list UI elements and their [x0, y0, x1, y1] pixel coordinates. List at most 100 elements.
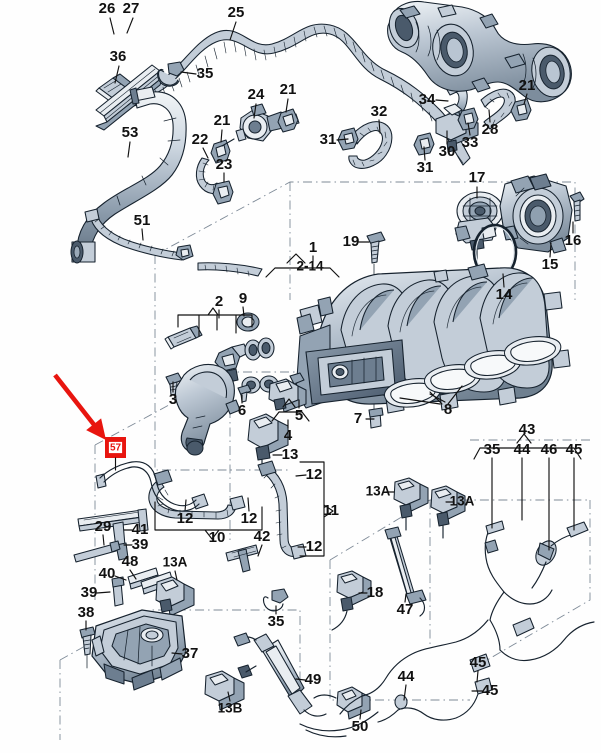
leader-12 [295, 474, 307, 477]
part-53-coolant-pipe [70, 86, 187, 264]
callout-label-7: 7 [354, 410, 362, 427]
part-unlabeled-hose-right [197, 262, 263, 277]
callout-label-26: 26 [99, 0, 116, 17]
bracket-8-gaskets [399, 385, 463, 405]
leader-28 [488, 109, 491, 123]
part-57-highlighted-hose-edge [103, 466, 200, 512]
part-47-support-rod [384, 526, 427, 617]
leader-34 [435, 99, 449, 102]
callout-label-31: 31 [320, 131, 337, 148]
leader-48 [129, 569, 137, 580]
callout-label-37: 37 [182, 645, 199, 662]
callout-label-38: 38 [78, 604, 95, 621]
part-17-vacuum-pump [454, 191, 504, 269]
callout-label-35: 35 [268, 613, 285, 630]
leader-53 [127, 141, 131, 158]
callout-label-9: 9 [239, 290, 247, 307]
part-51-vacuum-line [84, 208, 194, 261]
part-13B-connector [204, 664, 257, 711]
group-outline-right-mid [320, 339, 590, 441]
callout-label-44: 44 [398, 668, 415, 685]
part-23-clamp [212, 180, 234, 205]
callout-brackets [154, 253, 582, 557]
callout-label-42: 42 [254, 528, 271, 545]
part-2-intake-flap-actuator [174, 363, 241, 456]
callout-label-4: 4 [284, 427, 293, 444]
part-11-vacuum-hose-right [257, 460, 307, 560]
callout-label-15: 15 [542, 256, 559, 273]
callout-label-21: 21 [280, 81, 297, 98]
leader-49 [295, 678, 306, 681]
leader-44 [403, 684, 407, 701]
bracket-4-5 [271, 398, 310, 422]
callout-label-5: 5 [295, 407, 303, 424]
part-33-clamp [457, 107, 479, 131]
callout-label-8: 8 [444, 401, 452, 418]
callout-label-40: 40 [99, 565, 116, 582]
callout-label-49: 49 [305, 671, 322, 688]
leader-35 [180, 71, 197, 75]
callout-label-44: 44 [514, 441, 531, 458]
part-57-hose-end-2 [191, 493, 209, 510]
callout-label-35: 35 [484, 441, 501, 458]
leader-29 [102, 534, 105, 546]
bracket-1-over-2-14 [265, 253, 340, 278]
leader-13b [227, 691, 231, 702]
part-5-pressure-sensor [268, 372, 307, 413]
part-38-bolt [79, 626, 96, 669]
callout-label-46: 46 [541, 441, 558, 458]
part-39-pin-b [111, 576, 125, 607]
leader-8 [429, 393, 446, 403]
callout-label-39: 39 [132, 536, 149, 553]
callout-label-32: 32 [371, 103, 388, 120]
group-outline-upper [154, 181, 576, 471]
callout-label-21: 21 [519, 77, 536, 94]
callout-label-16: 16 [565, 232, 582, 249]
part-6-bolt [237, 384, 252, 403]
callout-label-51: 51 [134, 212, 151, 229]
part-9-seal-ring [236, 312, 260, 332]
callout-label-13a: 13A [366, 484, 391, 499]
leader-32 [378, 119, 381, 134]
leader-31 [336, 138, 349, 141]
part-35-retaining-clip-a [157, 61, 185, 87]
part-29-retainer-strip [77, 508, 149, 532]
callout-label-45: 45 [470, 654, 487, 671]
leader-45 [476, 670, 479, 683]
callout-label-24: 24 [248, 86, 265, 103]
part-37-lower-cover [91, 609, 187, 691]
part-13A-connector-left [155, 576, 195, 617]
part-42-bracket [225, 544, 259, 573]
callout-label-33: 33 [462, 134, 479, 151]
part-39-pin-a [73, 540, 121, 563]
callout-label-19: 19 [343, 233, 360, 250]
part-8-manifold-gaskets [383, 336, 562, 408]
callout-label-53: 53 [122, 124, 139, 141]
callout-label-13a: 13A [450, 494, 475, 509]
callout-label-21: 21 [214, 112, 231, 129]
part-group-43-fuel-lines [339, 520, 595, 723]
leader-50 [359, 709, 362, 720]
part-15-throttle-body [499, 173, 573, 254]
part-18-connector [331, 570, 372, 631]
bracket-11 [299, 461, 334, 557]
callout-label-34: 34 [419, 91, 436, 108]
part-16-throttle-bolt [569, 191, 585, 222]
callout-label-13b: 13B [218, 701, 243, 716]
callout-leaders [85, 17, 575, 720]
callout-label-30: 30 [439, 143, 456, 160]
part-57-highlighted-hose [99, 461, 197, 507]
part-50-purge-valve [313, 686, 371, 720]
group-outline-lower-right [329, 499, 591, 701]
leader-14 [502, 273, 505, 288]
leader-27 [126, 17, 134, 34]
callout-label-12: 12 [177, 510, 194, 527]
part-7-plug [368, 407, 384, 429]
callout-label-35: 35 [197, 65, 214, 82]
callout-label-27: 27 [123, 0, 140, 17]
leader-12 [247, 497, 250, 512]
part-31-clamp-b [413, 132, 435, 156]
part-21-clamp-b [210, 139, 231, 164]
